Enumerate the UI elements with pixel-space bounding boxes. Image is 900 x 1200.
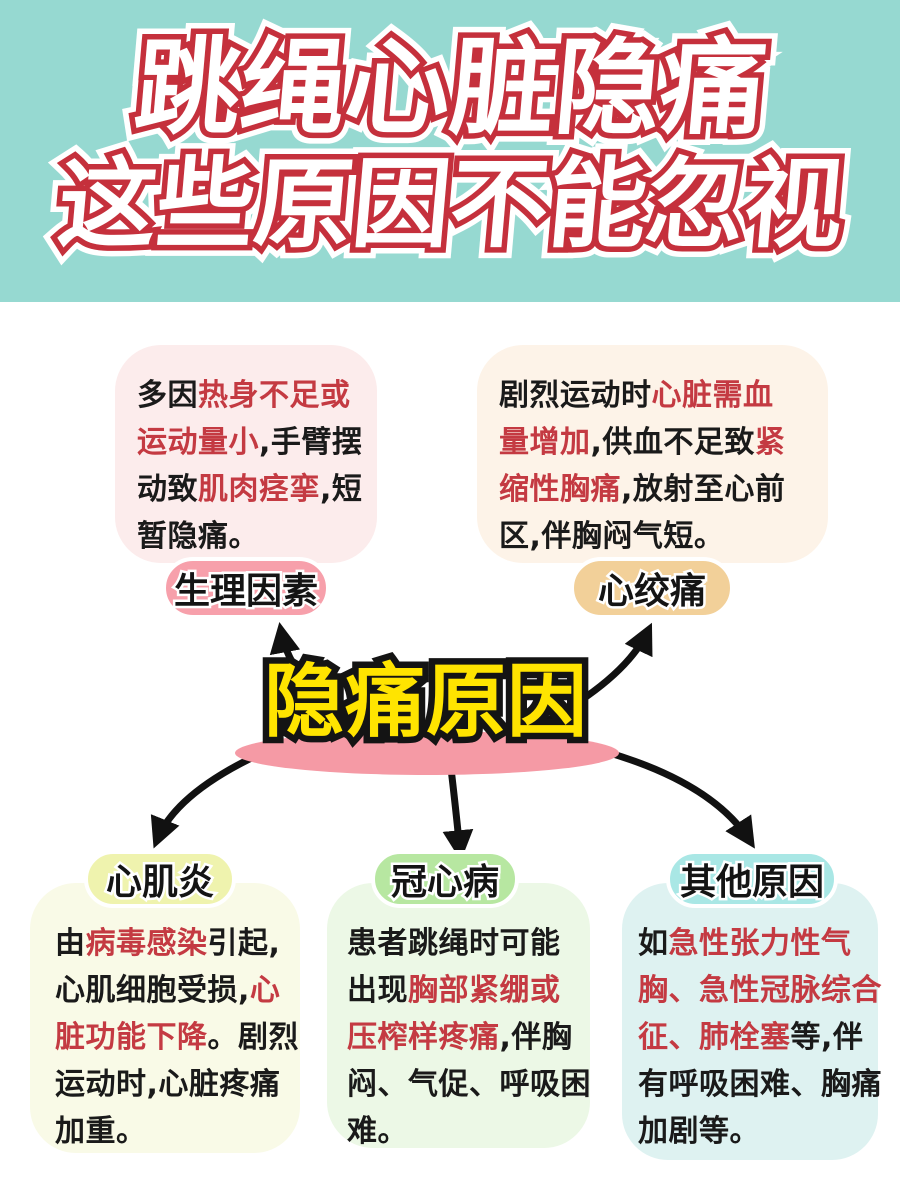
pill-other-causes: 其他原因 [666,850,838,908]
page-title-line1: 跳绳心脏隐痛 跳绳心脏隐痛 [0,16,900,160]
box-other-causes: 如急性张力性气胸、急性冠脉综合征、肺栓塞等,伴有呼吸困难、胸痛加剧等。 [622,883,882,1160]
page-title-line2-text: 这些原因不能忽视 [48,143,853,268]
box-myocarditis-text: 由病毒感染引起,心肌细胞受损,心脏功能下降。剧烈运动时,心脏疼痛加重。 [55,926,299,1149]
box-coronary: 患者跳绳时可能出现胸部紧绷或压榨样疼痛,伴胸闷、气促、呼吸困难。 [327,883,591,1149]
header-banner [0,0,900,302]
bubble-angina-text: 剧烈运动时心脏需血量增加,供血不足致紧缩性胸痛,放射至心前区,伴胸闷气短。 [499,378,786,554]
page-title-line2: 这些原因不能忽视 这些原因不能忽视 [0,137,900,273]
pill-myocarditis: 心肌炎 [84,850,236,908]
bubble-physiological-factor: 多因热身不足或运动量小,手臂摆动致肌肉痉挛,短暂隐痛。 [115,345,377,563]
pill-angina: 心绞痛 [570,557,734,619]
box-other-causes-text: 如急性张力性气胸、急性冠脉综合征、肺栓塞等,伴有呼吸困难、胸痛加剧等。 [638,926,882,1149]
arrow-to-myocarditis [150,741,282,849]
arrow-to-other [579,741,755,849]
center-topic-label: 隐痛原因 [258,649,594,755]
box-coronary-text: 患者跳绳时可能出现胸部紧绷或压榨样疼痛,伴胸闷、气促、呼吸困难。 [347,926,591,1149]
bubble-angina: 剧烈运动时心脏需血量增加,供血不足致紧缩性胸痛,放射至心前区,伴胸闷气短。 [477,345,828,563]
arrow-to-coronary [442,759,474,862]
page-title-line1-text: 跳绳心脏隐痛 [125,22,777,155]
box-myocarditis: 由病毒感染引起,心肌细胞受损,心脏功能下降。剧烈运动时,心脏疼痛加重。 [30,883,300,1153]
bubble-physiological-text: 多因热身不足或运动量小,手臂摆动致肌肉痉挛,短暂隐痛。 [137,378,363,554]
pill-physiological-factor: 生理因素 [162,557,330,619]
pill-coronary: 冠心病 [371,850,519,908]
